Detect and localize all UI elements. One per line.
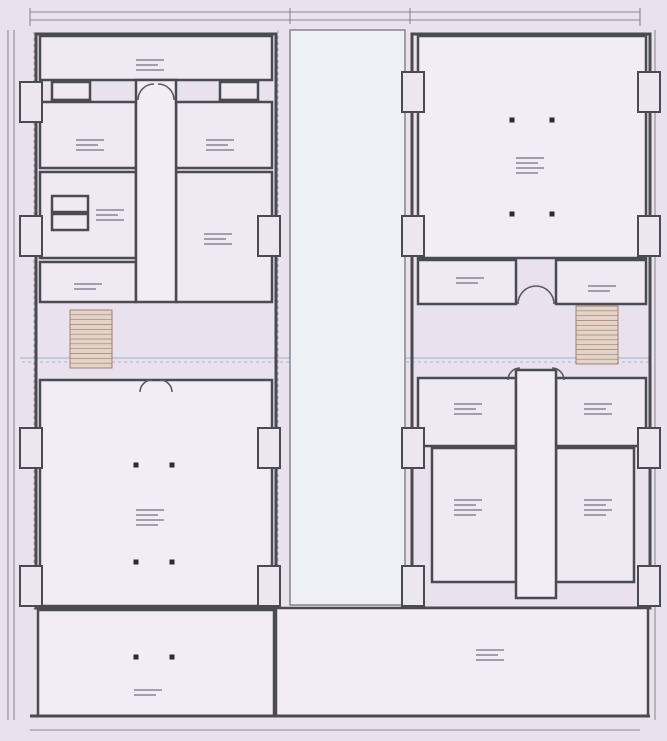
column-marker — [133, 559, 139, 565]
column-marker — [549, 117, 555, 123]
column-markers — [133, 117, 555, 660]
column-marker — [133, 462, 139, 468]
left-toilet-3 — [218, 80, 260, 102]
column-marker — [549, 211, 555, 217]
right-pier — [401, 565, 425, 607]
left-office-2 — [174, 100, 274, 170]
column-marker — [133, 654, 139, 660]
left-small-room — [38, 260, 138, 304]
right-office-4 — [554, 376, 648, 448]
left-pier — [19, 427, 43, 469]
left-pier — [19, 215, 43, 257]
right-pier — [401, 427, 425, 469]
right-pier — [401, 71, 425, 113]
right-pier — [637, 71, 661, 113]
central-courtyard — [289, 29, 406, 606]
left-toilet-6 — [50, 212, 90, 232]
door-swings — [137, 83, 565, 393]
left-office-4 — [174, 170, 274, 304]
right-pier — [637, 215, 661, 257]
dimension-lines — [7, 8, 656, 731]
left-block — [19, 32, 281, 610]
column-marker — [509, 211, 515, 217]
left-pier — [257, 215, 281, 257]
left-pier — [19, 565, 43, 607]
right-pier — [401, 215, 425, 257]
column-marker — [169, 462, 175, 468]
bottom-right-hall — [274, 606, 650, 718]
column-marker — [169, 559, 175, 565]
right-office-1 — [416, 258, 518, 306]
room-labels — [74, 59, 616, 696]
left-corridor — [134, 78, 178, 304]
right-office-2 — [554, 258, 648, 306]
left-toilet-5 — [50, 194, 90, 214]
bottom-left-hall — [36, 608, 276, 718]
right-corridor — [514, 368, 558, 600]
right-pier — [637, 427, 661, 469]
left-top-room — [38, 34, 274, 82]
left-toilet-1 — [50, 80, 92, 102]
right-top-hall — [416, 34, 648, 260]
column-marker — [169, 654, 175, 660]
left-main-hall — [38, 378, 274, 608]
left-pier — [257, 427, 281, 469]
right-office-3 — [416, 376, 518, 448]
left-pier — [257, 565, 281, 607]
column-marker — [509, 117, 515, 123]
right-block — [401, 32, 661, 610]
left-office-1 — [38, 100, 138, 170]
bottom-block — [30, 606, 650, 718]
left-pier — [19, 81, 43, 123]
right-pier — [637, 565, 661, 607]
